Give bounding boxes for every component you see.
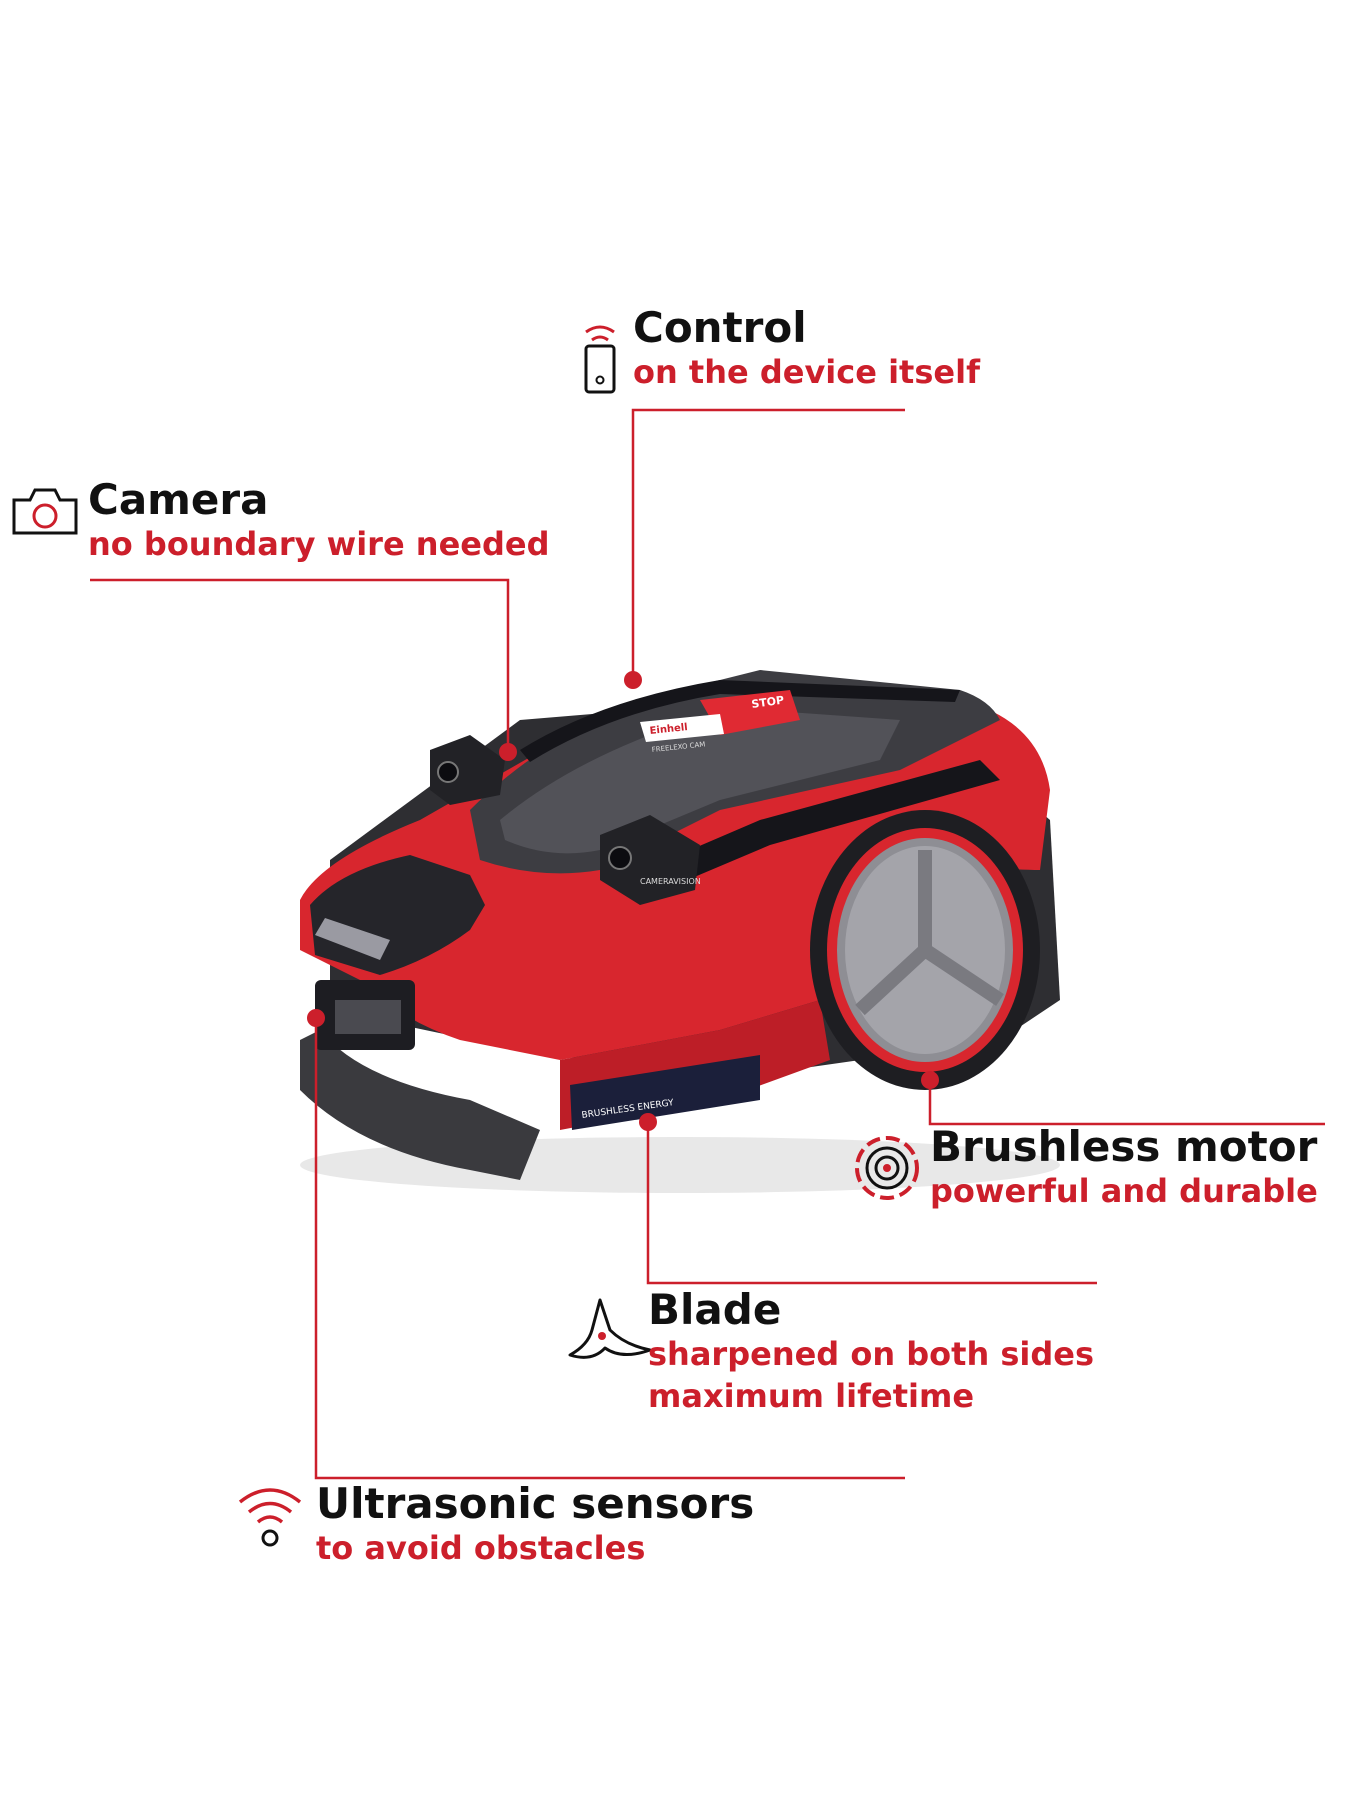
side-stripe (620, 760, 1000, 900)
blade-leader (646, 1122, 1097, 1285)
feature-subtitle-line-1: sharpened on both sides (648, 1335, 1095, 1374)
motor-dot (921, 1071, 939, 1089)
right-camera (600, 815, 700, 905)
callout-dots (307, 671, 939, 1131)
rear-wheel (810, 810, 1040, 1090)
brand-plate (640, 714, 724, 742)
front-skirt (300, 1030, 540, 1180)
sensors-leader (314, 1018, 905, 1480)
camera-leader (90, 578, 510, 752)
stop-label: STOP (751, 694, 785, 711)
camera-plate-label: CAMERAVISION (640, 877, 701, 886)
feature-control: Control on the device itself (633, 303, 980, 394)
ultrasonic-wifi-icon (238, 1488, 302, 1547)
feature-camera: Camera no boundary wire needed (88, 475, 550, 566)
feature-title: Ultrasonic sensors (316, 1479, 755, 1528)
feature-ultrasonic-sensors: Ultrasonic sensors to avoid obstacles (316, 1479, 755, 1570)
smartphone-wifi-icon (584, 325, 616, 394)
brand-plate-label: Einhell (649, 722, 688, 737)
feature-title: Blade (648, 1285, 782, 1334)
feature-blade: Blade sharpened on both sides maximum li… (648, 1285, 1095, 1417)
feature-brushless-motor: Brushless motor powerful and durable (930, 1122, 1318, 1213)
control-leader (631, 408, 905, 680)
top-stripe (520, 680, 960, 762)
feature-subtitle-line-2: maximum lifetime (648, 1376, 975, 1415)
blade-dot (639, 1113, 657, 1131)
camera-dot (499, 743, 517, 761)
blade-icon (568, 1298, 652, 1359)
brushless-motor-icon (855, 1136, 919, 1200)
feature-subtitle: to avoid obstacles (316, 1529, 646, 1568)
lid-glass (500, 710, 900, 854)
feature-subtitle: powerful and durable (930, 1172, 1318, 1211)
feature-subtitle: on the device itself (633, 353, 980, 392)
motor-plate (570, 1055, 760, 1130)
feature-title: Brushless motor (930, 1122, 1318, 1171)
sensor-window (335, 1000, 401, 1034)
feature-subtitle: no boundary wire needed (88, 525, 550, 564)
feature-title: Camera (88, 475, 269, 524)
motor-leader (928, 1080, 1325, 1126)
front-scoop-highlight (315, 918, 390, 960)
callout-lines (90, 408, 1325, 1480)
left-camera (430, 735, 505, 805)
control-dot (624, 671, 642, 689)
stop-button (700, 690, 800, 735)
camera-icon (12, 488, 78, 535)
sensors-dot (307, 1009, 325, 1027)
feature-title: Control (633, 303, 807, 352)
